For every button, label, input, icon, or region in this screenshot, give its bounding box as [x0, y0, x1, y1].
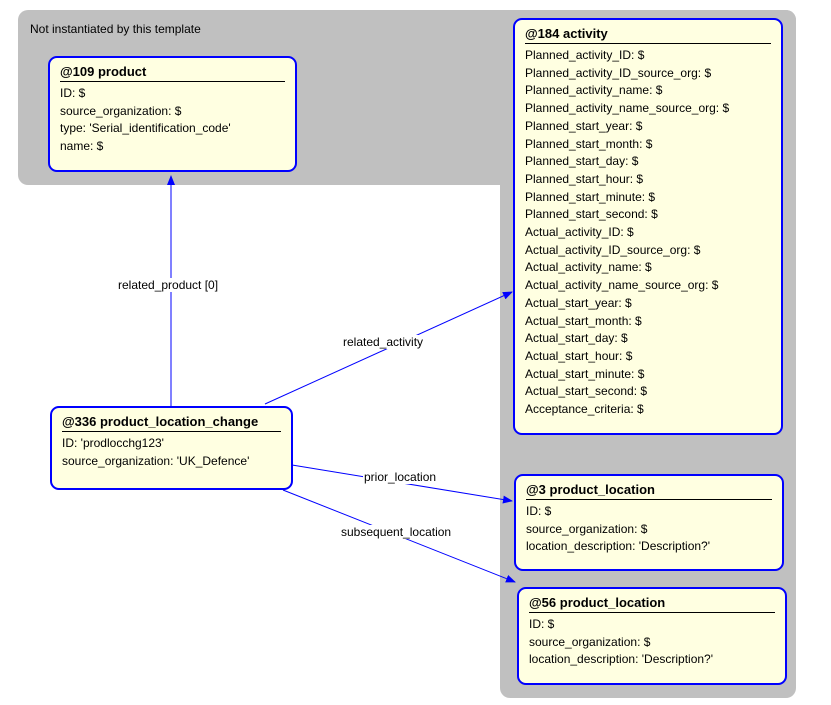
node-attribute: Actual_activity_name: $	[525, 260, 652, 275]
node-attribute: Planned_start_second: $	[525, 207, 658, 222]
node-product-location-56[interactable]: @56 product_location ID: $ source_organi…	[517, 587, 787, 685]
node-attribute: Actual_activity_ID: $	[525, 225, 634, 240]
node-attribute: source_organization: $	[60, 103, 182, 118]
node-attribute: Planned_start_minute: $	[525, 189, 656, 204]
node-attribute: Planned_start_hour: $	[525, 171, 644, 186]
node-title: @56 product_location	[529, 595, 775, 613]
node-attribute: Actual_activity_name_source_org: $	[525, 278, 719, 293]
node-attribute: Actual_start_day: $	[525, 331, 628, 346]
node-title: @3 product_location	[526, 482, 772, 500]
node-attribute: Planned_activity_ID_source_org: $	[525, 65, 712, 80]
edge-label-subsequent-location: subsequent_location	[340, 525, 453, 539]
node-attribute: Actual_start_second: $	[525, 384, 648, 399]
node-product-location-change[interactable]: @336 product_location_change ID: 'prodlo…	[50, 406, 293, 490]
node-title: @184 activity	[525, 26, 771, 44]
node-activity[interactable]: @184 activity Planned_activity_ID: $ Pla…	[513, 18, 783, 435]
node-attribute: Planned_activity_ID: $	[525, 48, 645, 62]
node-attribute: Actual_start_minute: $	[525, 366, 645, 381]
edge-label-related-product: related_product [0]	[117, 278, 220, 292]
node-attribute: Planned_activity_name_source_org: $	[525, 101, 730, 116]
edge-label-prior-location: prior_location	[363, 470, 438, 484]
node-attribute: name: $	[60, 139, 104, 154]
node-attribute: source_organization: $	[526, 521, 648, 536]
node-attribute: location_description: 'Description?'	[529, 652, 714, 667]
node-product[interactable]: @109 product ID: $ source_organization: …	[48, 56, 297, 172]
node-attribute: Planned_start_month: $	[525, 136, 653, 151]
node-attribute: source_organization: 'UK_Defence'	[62, 453, 250, 468]
node-attribute: location_description: 'Description?'	[526, 539, 711, 554]
node-attribute: Actual_start_year: $	[525, 295, 632, 310]
node-attribute: type: 'Serial_identification_code'	[60, 121, 231, 136]
node-attribute: Planned_start_day: $	[525, 154, 639, 169]
node-attribute: Actual_activity_ID_source_org: $	[525, 242, 701, 257]
region-caption: Not instantiated by this template	[30, 22, 201, 36]
node-title: @336 product_location_change	[62, 414, 281, 432]
node-attribute: ID: $	[526, 504, 552, 518]
node-attribute: Planned_activity_name: $	[525, 83, 663, 98]
node-attribute: Planned_start_year: $	[525, 118, 643, 133]
node-title: @109 product	[60, 64, 285, 82]
node-attribute: Actual_start_month: $	[525, 313, 642, 328]
node-attribute: ID: 'prodlocchg123'	[62, 436, 164, 450]
node-attribute: source_organization: $	[529, 634, 651, 649]
node-attribute: Actual_start_hour: $	[525, 348, 633, 363]
edge-label-related-activity: related_activity	[342, 335, 425, 349]
node-product-location-3[interactable]: @3 product_location ID: $ source_organiz…	[514, 474, 784, 571]
node-attribute: ID: $	[529, 617, 555, 631]
node-attribute: Acceptance_criteria: $	[525, 402, 644, 417]
node-attribute: ID: $	[60, 86, 86, 100]
